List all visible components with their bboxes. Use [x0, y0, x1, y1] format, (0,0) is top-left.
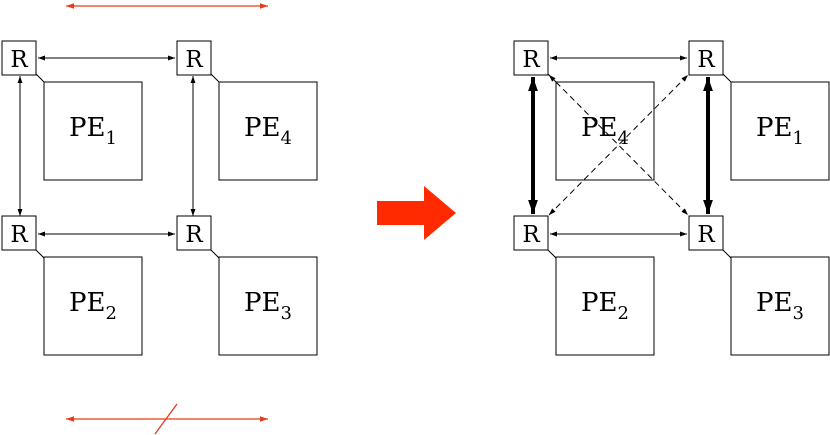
pe-label: PE: [69, 113, 105, 143]
router-label: R: [10, 222, 28, 248]
router-label: R: [10, 47, 28, 73]
svg-text:PE4: PE4: [244, 113, 292, 149]
svg-text:PE1: PE1: [69, 113, 117, 149]
svg-text:PE2: PE2: [581, 288, 629, 324]
right-router-bottom-right: R: [688, 215, 724, 251]
left-grid: PE1 PE4 PE2 PE3 R R: [1, 40, 318, 356]
pe-label: PE: [581, 113, 617, 143]
right-router-bottom-left: R: [513, 215, 549, 251]
router-label: R: [185, 47, 203, 73]
left-pe-top-left: PE1: [43, 81, 143, 181]
right-pe-top-right: PE1: [730, 81, 830, 181]
link-diagonal-up: [548, 74, 689, 216]
pe-subscript: 4: [281, 128, 292, 149]
router-label: R: [522, 222, 540, 248]
transform-arrow-icon: [377, 186, 456, 240]
left-router-top-left: R: [1, 40, 37, 76]
pe-label: PE: [244, 113, 280, 143]
right-pe-bottom-right: PE3: [730, 256, 830, 356]
router-label: R: [185, 222, 203, 248]
left-router-bottom-left: R: [1, 215, 37, 251]
pe-subscript: 2: [618, 303, 629, 324]
right-pe-bottom-left: PE2: [555, 256, 655, 356]
router-label: R: [697, 222, 715, 248]
pe-subscript: 2: [106, 303, 117, 324]
pe-subscript: 1: [106, 128, 117, 149]
svg-text:PE3: PE3: [756, 288, 804, 324]
pe-subscript: 3: [281, 303, 292, 324]
left-pe-bottom-left: PE2: [43, 256, 143, 356]
left-pe-top-right: PE4: [218, 81, 318, 181]
right-router-top-right: R: [688, 40, 724, 76]
right-grid: PE4 PE1 PE2 PE3 R: [513, 40, 830, 356]
svg-text:PE3: PE3: [244, 288, 292, 324]
pe-subscript: 4: [618, 128, 629, 149]
pe-label: PE: [756, 113, 792, 143]
svg-text:PE1: PE1: [756, 113, 804, 149]
router-label: R: [697, 47, 715, 73]
pe-subscript: 1: [793, 128, 804, 149]
pe-subscript: 3: [793, 303, 804, 324]
svg-text:PE2: PE2: [69, 288, 117, 324]
router-label: R: [522, 47, 540, 73]
pe-label: PE: [69, 288, 105, 318]
pe-label: PE: [244, 288, 280, 318]
legend-slash: [154, 403, 178, 435]
pe-label: PE: [756, 288, 792, 318]
left-pe-bottom-right: PE3: [218, 256, 318, 356]
right-router-top-left: R: [513, 40, 549, 76]
legend-blocked-arrow: [66, 403, 268, 435]
left-router-bottom-right: R: [176, 215, 212, 251]
left-router-top-right: R: [176, 40, 212, 76]
pe-label: PE: [581, 288, 617, 318]
